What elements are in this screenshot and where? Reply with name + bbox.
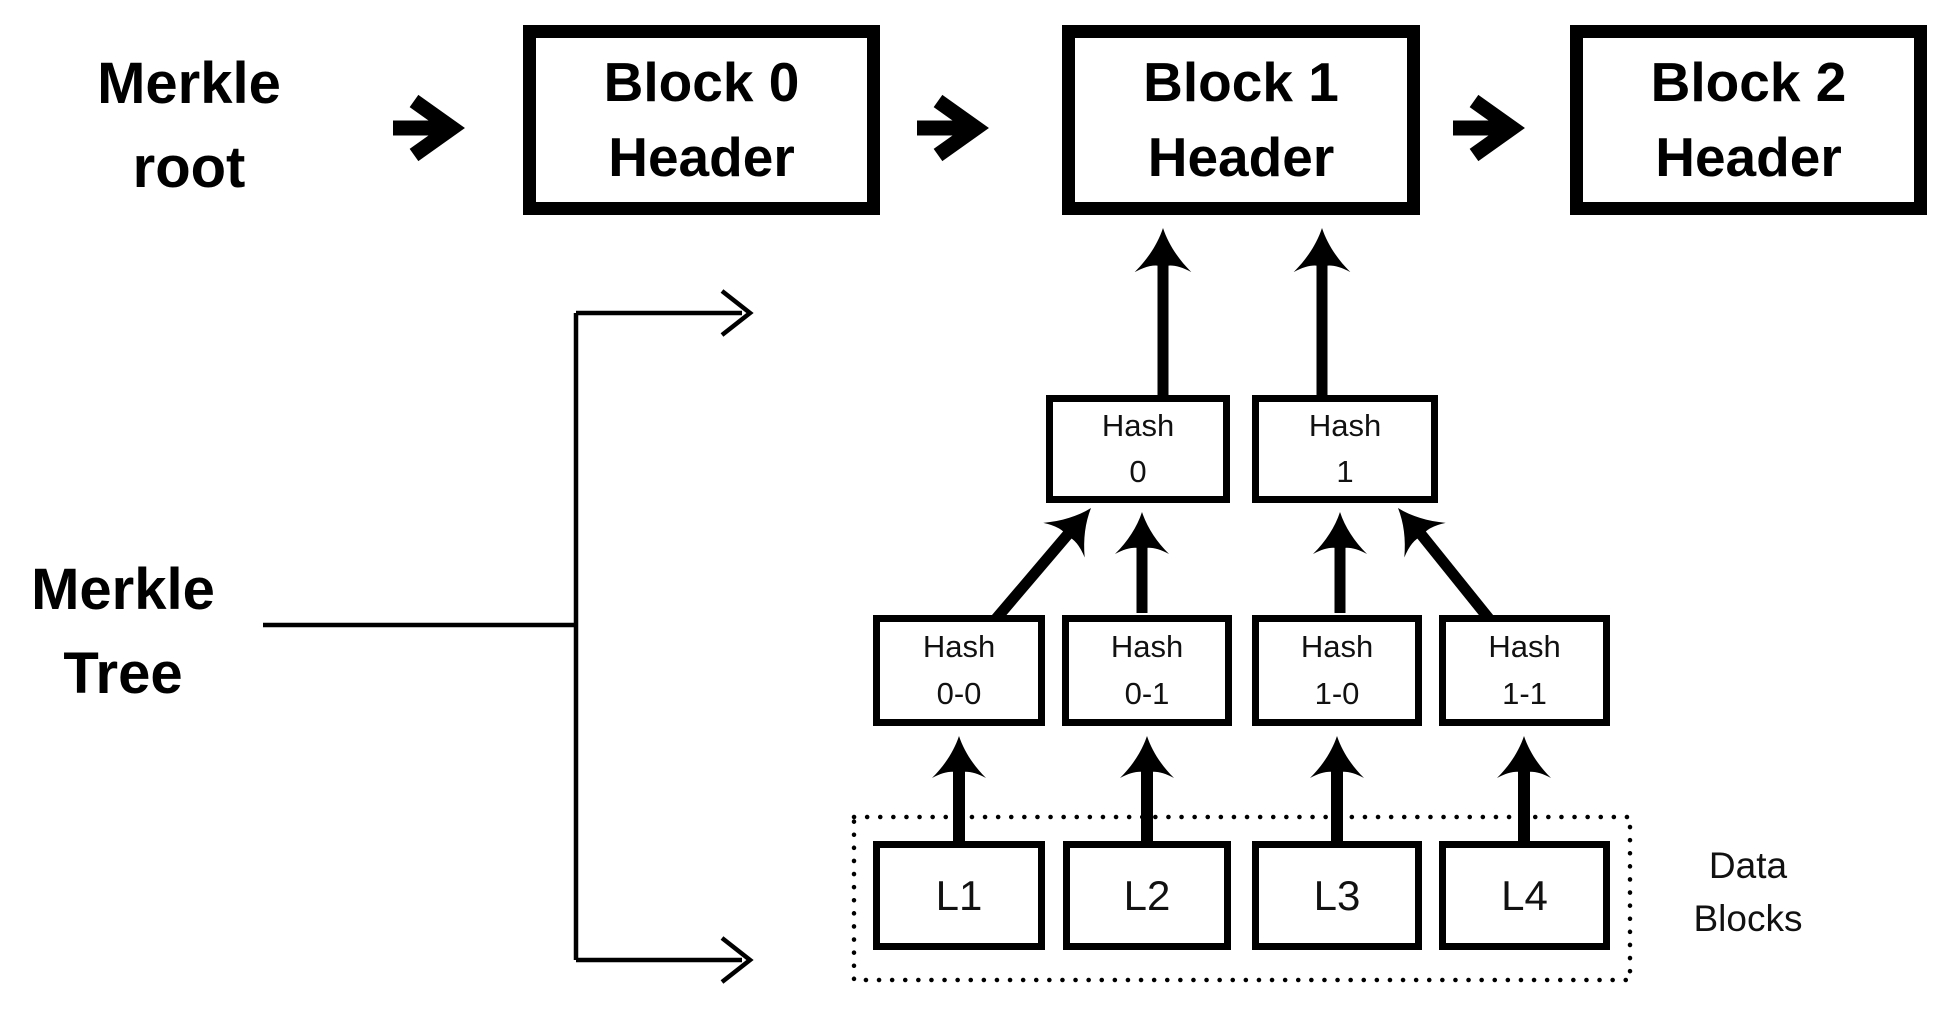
merkle-root-label: Merkle root bbox=[39, 42, 339, 210]
merkle-root-label-line1: Merkle bbox=[97, 51, 281, 116]
data-block-l2-label: L2 bbox=[1123, 871, 1171, 919]
hash-0-line1: Hash bbox=[1101, 407, 1175, 443]
merkle-tree-bracket bbox=[263, 289, 754, 984]
block-1-header-box: Block 1 Header bbox=[1062, 25, 1420, 215]
hash-1-box: Hash 1 bbox=[1252, 395, 1438, 503]
hash-1-0-box: Hash 1-0 bbox=[1252, 615, 1422, 726]
arrow-merkleroot-to-block0 bbox=[393, 94, 465, 162]
bracket-bottom-arrowhead bbox=[720, 936, 754, 984]
block-2-header-line1: Block 2 bbox=[1650, 51, 1847, 114]
hash-0-line2: 0 bbox=[1129, 454, 1147, 489]
hash-0-1-box: Hash 0-1 bbox=[1062, 615, 1232, 726]
arrow-l3-to-hash10 bbox=[1310, 736, 1364, 841]
data-blocks-dotted-outline bbox=[851, 814, 1633, 983]
data-block-l4-label: L4 bbox=[1501, 871, 1548, 919]
arrow-block1-to-block2 bbox=[1453, 94, 1525, 162]
hash-0-1-line1: Hash bbox=[1110, 629, 1184, 664]
data-block-l3: L3 bbox=[1252, 841, 1422, 950]
block-0-header-line2: Header bbox=[608, 126, 795, 188]
data-block-l3-label: L3 bbox=[1313, 871, 1361, 919]
hash-0-box: Hash 0 bbox=[1046, 395, 1230, 503]
arrow-hash00-to-hash0 bbox=[990, 490, 1112, 624]
hash-0-0-line2: 0-0 bbox=[936, 675, 982, 711]
arrow-hash0-to-block1 bbox=[1134, 228, 1192, 395]
arrow-l4-to-hash11 bbox=[1497, 736, 1551, 841]
data-block-l4: L4 bbox=[1439, 841, 1610, 950]
arrow-block0-to-block1 bbox=[917, 94, 989, 162]
arrow-hash10-to-hash1 bbox=[1313, 512, 1367, 613]
block-1-header-line2: Header bbox=[1147, 126, 1335, 188]
merkle-tree-label-line2: Tree bbox=[63, 641, 183, 707]
hash-0-1-line2: 0-1 bbox=[1124, 675, 1170, 711]
data-block-l1: L1 bbox=[873, 841, 1045, 950]
block-2-header-box: Block 2 Header bbox=[1570, 25, 1927, 215]
data-blocks-label: Data Blocks bbox=[1648, 840, 1848, 945]
hash-1-line1: Hash bbox=[1308, 407, 1382, 443]
data-block-l1-label: L1 bbox=[935, 871, 983, 919]
block-2-header-line2: Header bbox=[1655, 126, 1842, 188]
hash-1-0-line1: Hash bbox=[1300, 629, 1374, 664]
hash-1-1-line1: Hash bbox=[1488, 629, 1561, 664]
hash-0-0-line1: Hash bbox=[922, 629, 996, 664]
hash-1-0-line2: 1-0 bbox=[1314, 675, 1360, 711]
hash-1-1-box: Hash 1-1 bbox=[1439, 615, 1610, 726]
hash-1-1-line2: 1-1 bbox=[1502, 675, 1547, 711]
arrow-hash01-to-hash0 bbox=[1115, 512, 1169, 613]
data-block-l2: L2 bbox=[1063, 841, 1231, 950]
arrow-l2-to-hash01 bbox=[1120, 736, 1174, 841]
block-1-header-line1: Block 1 bbox=[1143, 51, 1339, 114]
merkle-tree-label: Merkle Tree bbox=[0, 548, 246, 716]
block-0-header-line1: Block 0 bbox=[603, 51, 800, 114]
bracket-top-arrowhead bbox=[720, 289, 754, 337]
data-blocks-label-line2: Blocks bbox=[1693, 897, 1803, 939]
merkle-tree-label-line1: Merkle bbox=[31, 557, 215, 622]
arrow-l1-to-hash00 bbox=[932, 736, 986, 841]
hash-0-0-box: Hash 0-0 bbox=[873, 615, 1045, 726]
arrow-hash11-to-hash1 bbox=[1377, 490, 1495, 624]
block-0-header-box: Block 0 Header bbox=[523, 25, 880, 215]
merkle-root-label-line2: root bbox=[132, 135, 246, 201]
hash-1-line2: 1 bbox=[1336, 454, 1354, 489]
data-blocks-label-line1: Data bbox=[1708, 845, 1788, 886]
arrow-hash1-to-block1 bbox=[1293, 228, 1351, 395]
